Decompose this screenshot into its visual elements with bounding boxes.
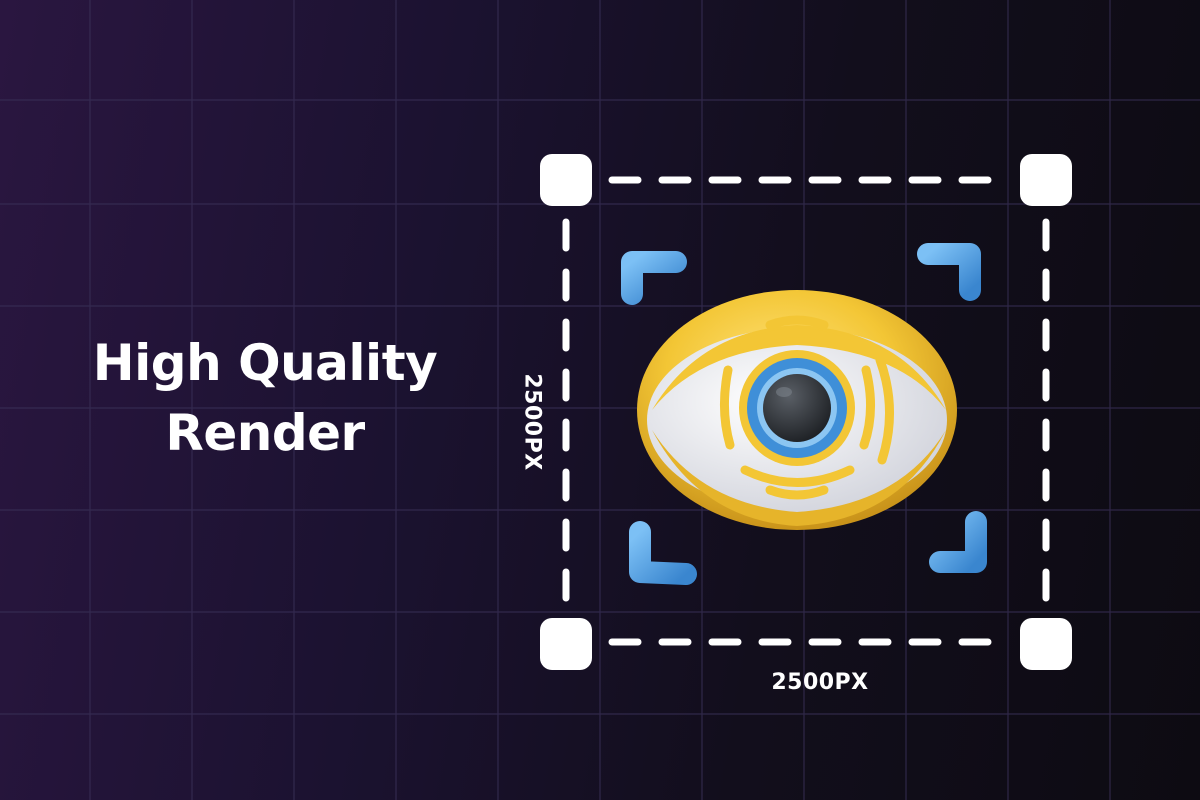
frame-handle-bottom-right [1020,618,1072,670]
bracket-bottom-right-icon [929,511,987,573]
bracket-top-left-icon [621,251,687,305]
frame-handle-top-left [540,154,592,206]
frame-handle-top-right [1020,154,1072,206]
dashed-frame [562,176,1050,646]
bracket-top-right-icon [917,243,981,301]
bracket-bottom-left-icon [629,521,697,585]
frame-handle-bottom-left [540,618,592,670]
headline-line-2: Render [165,404,365,462]
width-dimension-label: 2500PX [771,670,869,695]
height-dimension-label: 2500PX [519,373,545,471]
eye-scan-icon [637,290,957,530]
headline-line-1: High Quality [92,334,438,392]
headline: High Quality Render [40,328,490,468]
